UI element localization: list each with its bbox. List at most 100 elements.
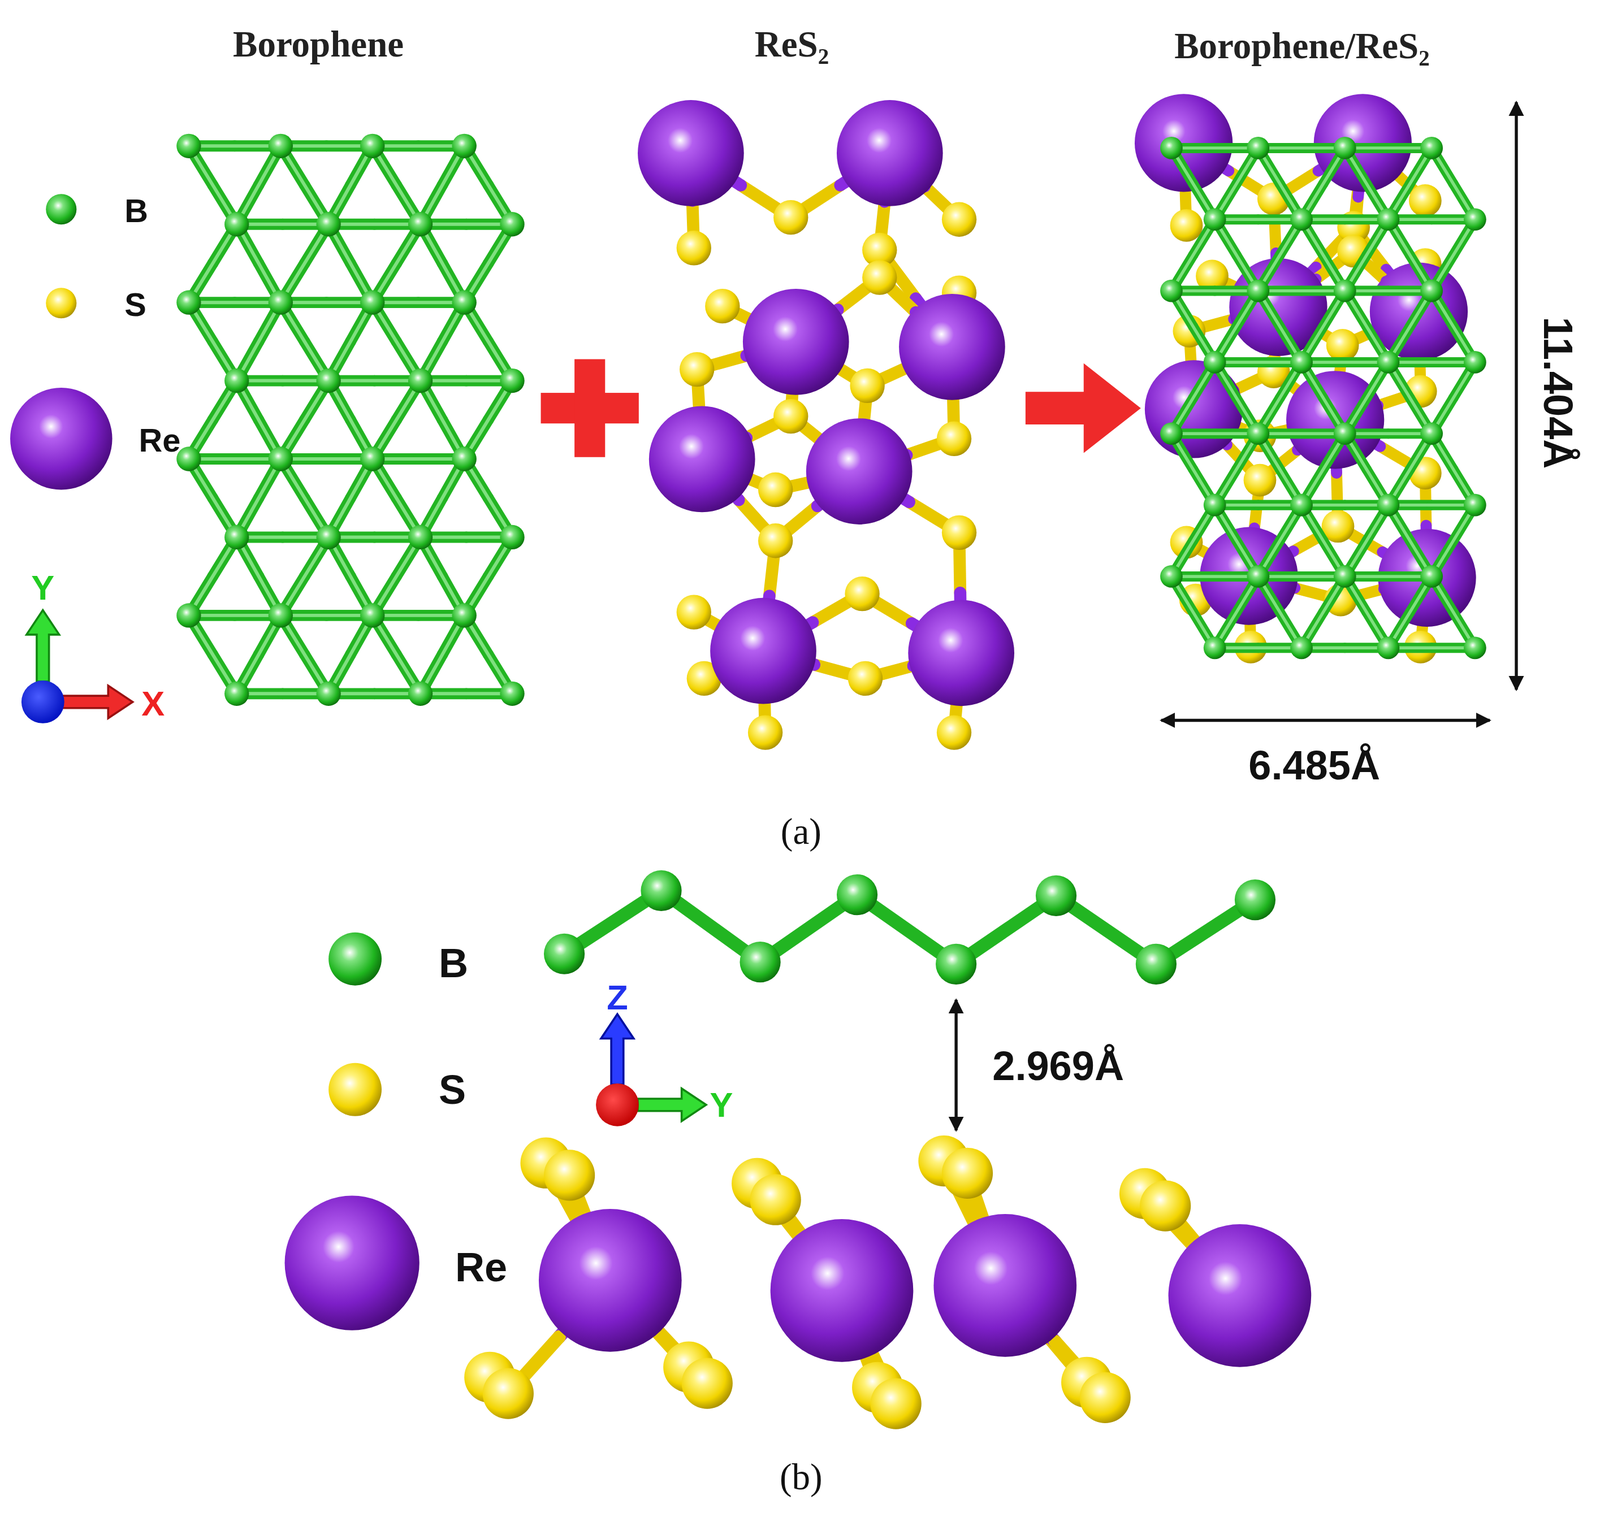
atom-swatch [10,387,112,490]
distance-label: 2.969Å [992,1045,1124,1087]
sulfur-atom [482,1368,534,1420]
bond-highlight [1214,148,1259,220]
boron-atom [1420,136,1443,160]
bond-highlight [236,535,329,539]
bond-highlight [420,535,513,539]
boron-atom [1333,279,1357,303]
boron-atom [1463,494,1487,517]
boron-atom [268,446,293,471]
legend-label: Re [455,1247,508,1288]
dimension-label: 11.404Å [1537,316,1579,469]
bond-highlight [1345,432,1432,436]
bond-highlight [420,224,465,303]
sulfur-atom [1243,464,1277,497]
bond-highlight [1387,218,1475,222]
bond-highlight [1301,218,1388,222]
boron-atom [499,368,525,393]
bond-highlight [1301,219,1346,291]
bond-highlight [1301,505,1346,577]
boron-atom [1377,636,1400,660]
bond-highlight [1301,503,1388,507]
bond-highlight [188,144,281,148]
boron-atom [176,133,201,159]
panel-b-structures [464,870,1312,1430]
boron-atom [1463,351,1487,374]
bond-highlight [1387,148,1432,220]
bond-highlight [1387,219,1432,291]
boron-atom [1377,494,1400,517]
bond-highlight [236,224,281,303]
bond-highlight [1257,148,1302,220]
bond-highlight [1387,576,1432,648]
bond-highlight [1214,576,1259,648]
atom-swatch [328,1063,382,1117]
boron-atom [360,133,385,159]
panel-title: Borophene [232,25,404,63]
panel-a-structures [176,93,1487,751]
rhenium-atom [637,100,745,207]
bond-highlight [420,692,513,696]
boron-atom [499,681,525,707]
boron-atom [1333,136,1357,160]
bond-highlight [1387,362,1432,434]
bond-highlight [1214,503,1302,507]
boron-atom [268,290,293,315]
bond-highlight [280,537,329,616]
boron-atom [360,603,385,628]
sulfur-atom [747,715,783,750]
bond-highlight [1345,148,1389,220]
boron-atom [316,368,341,393]
bond-highlight [1431,219,1476,291]
sulfur-atom [844,576,880,612]
atom-swatch [284,1195,420,1331]
rhenium-atom [742,288,850,396]
bond-highlight [464,537,513,616]
bond-highlight [328,379,421,383]
boron-atom [1377,351,1400,374]
bond-highlight [280,459,329,538]
bond-highlight [188,537,237,616]
bond-highlight [1345,505,1389,577]
boron-atom [452,290,477,315]
boron-atom [740,941,781,983]
bond-highlight [328,224,373,303]
rhenium-atom [898,293,1006,401]
bond-highlight [188,615,237,694]
dimension-arrow [1161,719,1490,722]
bond-highlight [328,537,373,616]
bond-highlight [236,537,281,616]
bond-highlight [420,537,465,616]
bond-highlight [1387,505,1432,577]
bond-highlight [1257,146,1345,150]
sulfur-atom [758,472,793,508]
boron-atom [543,933,585,975]
bond-highlight [280,615,329,694]
rhenium-atom [770,1219,914,1363]
boron-atom [408,368,433,393]
boron-atom [176,290,201,315]
bond-highlight [1171,362,1215,434]
axis-label: Y [710,1087,734,1123]
boron-atom [1035,875,1077,917]
legend-label: B [438,943,469,984]
bond-highlight [1301,291,1346,363]
atom-swatch [328,932,382,987]
sulfur-atom [679,352,715,387]
atom-swatch [45,287,77,319]
bond-highlight [372,457,465,461]
bond-highlight [236,615,281,694]
bond-highlight [1431,505,1476,577]
axis-origin [21,680,65,724]
bond-highlight [1214,433,1259,505]
bond-highlight [328,459,373,538]
bond-highlight [280,144,373,148]
bond-highlight [1301,576,1346,648]
bond-highlight [420,145,465,224]
sulfur-atom [1139,1180,1191,1232]
boron-atom [935,944,977,985]
sulfur-atom [1170,209,1204,242]
bond-highlight [1301,148,1346,220]
bond-highlight [1257,219,1302,291]
bond-highlight [1214,646,1302,650]
bond-highlight [328,692,421,696]
